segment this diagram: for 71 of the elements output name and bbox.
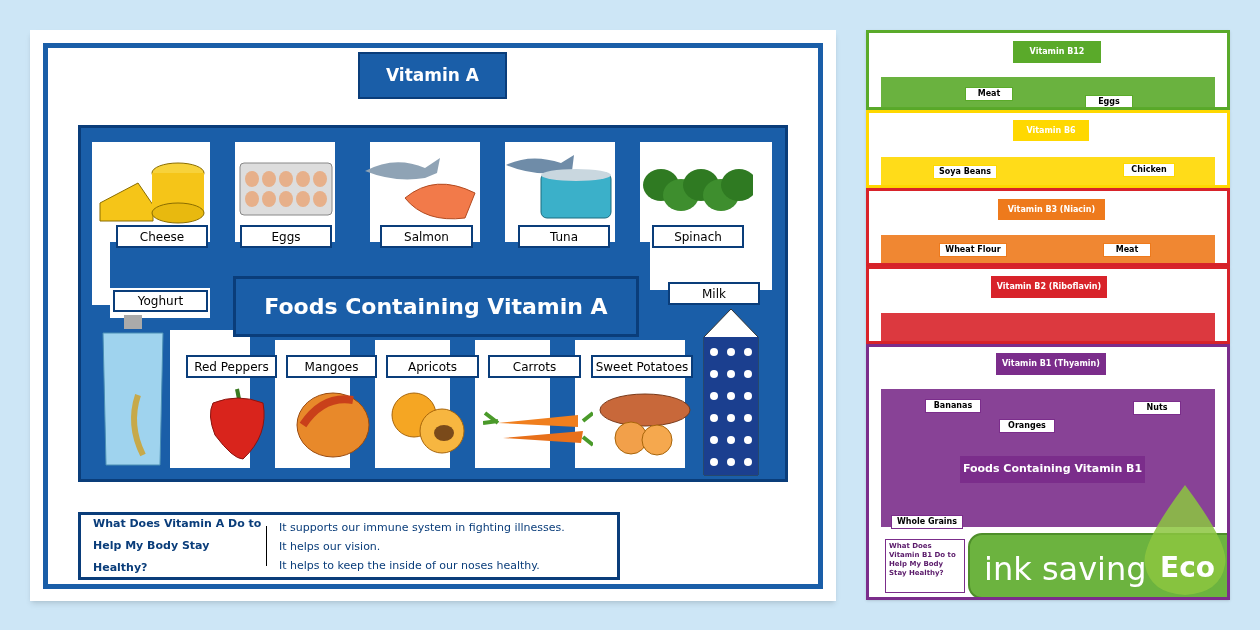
info-text: It supports our immune system in fighting illnesses. xyxy=(279,519,565,536)
title-text: Vitamin B12 xyxy=(1029,46,1085,58)
label-text: Oranges xyxy=(1008,420,1046,432)
food-label xyxy=(939,243,1007,257)
poster-thumbnail xyxy=(866,344,1230,600)
label-text: Cheese xyxy=(139,228,185,246)
food-label xyxy=(380,225,473,248)
label-text: Nuts xyxy=(1146,402,1168,414)
food-label xyxy=(933,165,997,179)
food-label xyxy=(1103,243,1151,257)
label-text: Soya Beans xyxy=(938,166,991,178)
question-text: What Does Vitamin A Do to Help My Body Stay Healthy? xyxy=(93,516,262,576)
badge-text: ink saving xyxy=(984,549,1147,590)
label-text: Apricots xyxy=(408,358,457,376)
label-text: Mangoes xyxy=(304,358,359,376)
title-banner xyxy=(1013,41,1101,63)
food-label xyxy=(518,225,610,248)
title-text: Vitamin B6 xyxy=(1026,124,1076,137)
food-label xyxy=(386,355,479,378)
title-banner xyxy=(996,353,1106,375)
title-text: Vitamin A xyxy=(386,63,479,87)
food-label xyxy=(652,225,744,248)
food-label xyxy=(186,355,277,378)
food-label xyxy=(891,515,963,529)
label-text: Sweet Potatoes xyxy=(595,358,689,376)
food-label xyxy=(925,399,981,413)
food-label xyxy=(113,290,208,312)
title-text: Vitamin B1 (Thyamin) xyxy=(1002,358,1100,370)
label-text: Carrots xyxy=(512,358,557,376)
label-text: Eggs xyxy=(271,228,301,246)
food-label xyxy=(1085,95,1133,107)
food-label xyxy=(1133,401,1181,415)
title-banner xyxy=(358,52,507,99)
label-text: Spinach xyxy=(674,228,722,246)
title-banner xyxy=(991,276,1107,298)
food-label xyxy=(240,225,332,248)
title-banner xyxy=(1013,120,1089,141)
label-text: Eggs xyxy=(1098,96,1120,107)
heading-text: Foods Containing Vitamin A xyxy=(264,293,608,321)
food-label xyxy=(999,419,1055,433)
heading-text: Foods Containing Vitamin B1 xyxy=(962,461,1143,478)
label-text: Bananas xyxy=(933,400,973,412)
food-label xyxy=(286,355,377,378)
food-label xyxy=(116,225,208,248)
poster-thumbnail xyxy=(866,266,1230,344)
food-label xyxy=(965,87,1013,101)
heading-banner xyxy=(233,276,639,337)
label-text: Meat xyxy=(977,88,1001,100)
food-label xyxy=(668,282,760,305)
label-text: Whole Grains xyxy=(896,516,958,528)
food-label xyxy=(1123,163,1175,177)
poster-thumbnail xyxy=(866,188,1230,266)
label-text: Chicken xyxy=(1131,164,1167,176)
label-text: Meat xyxy=(1115,244,1139,256)
title-text: Vitamin B3 (Niacin) xyxy=(1007,203,1096,216)
title-text: Vitamin B2 (Riboflavin) xyxy=(996,281,1102,293)
label-text: Tuna xyxy=(549,228,579,246)
info-text: It helps our vision. xyxy=(279,538,382,555)
food-label xyxy=(488,355,581,378)
info-box xyxy=(885,539,965,593)
info-box xyxy=(78,512,620,580)
poster-thumbnail xyxy=(866,110,1230,188)
poster-thumbnail xyxy=(866,30,1230,110)
label-text: Yoghurt xyxy=(137,293,184,310)
label-text: Wheat Flour xyxy=(945,244,1001,256)
label-text: Red Peppers xyxy=(194,358,269,376)
label-text: Milk xyxy=(702,285,726,303)
label-text: Salmon xyxy=(404,228,449,246)
badge-text: Eco xyxy=(1160,550,1215,586)
info-text: It helps to keep the inside of our noses healthy. xyxy=(279,557,541,574)
title-banner xyxy=(998,199,1105,220)
